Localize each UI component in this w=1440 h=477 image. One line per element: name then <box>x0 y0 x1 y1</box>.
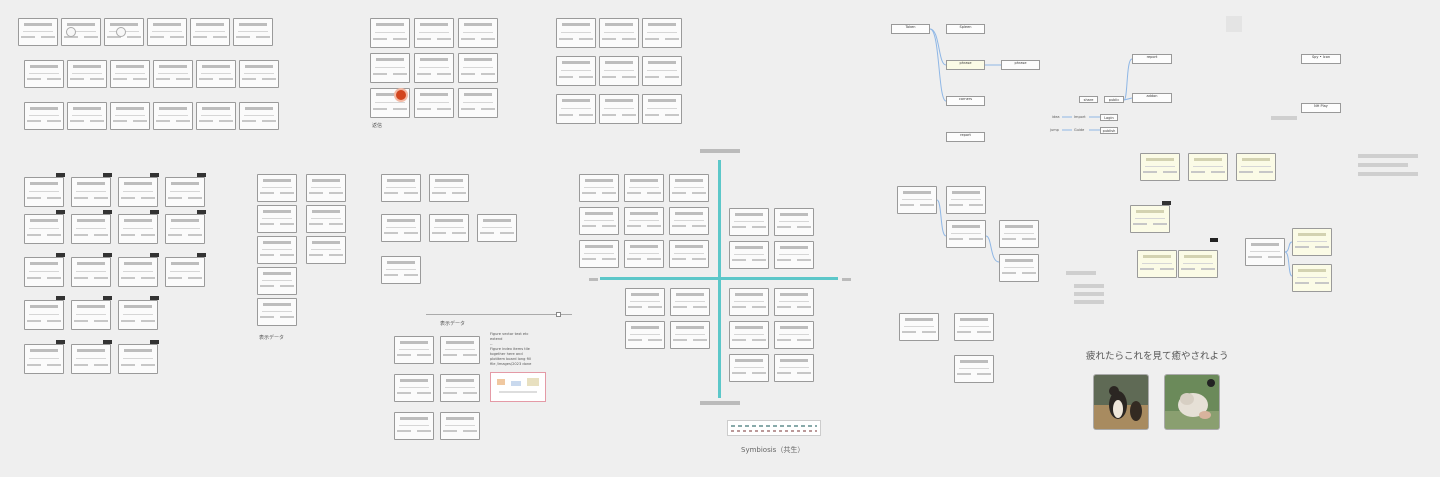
connector-line <box>1285 242 1292 252</box>
dog-photo-1[interactable] <box>1094 375 1148 429</box>
connector-line <box>1285 252 1292 276</box>
flow-node-label: Token <box>906 25 916 29</box>
timeline-track <box>426 314 572 315</box>
flow-node-label: corners <box>959 97 972 101</box>
label-display-data-left: 表示データ <box>259 334 284 341</box>
quadrant-horizontal-axis <box>600 277 838 280</box>
quadrant-caption: Symbiosis（共生） <box>741 445 804 455</box>
flow-node-label: report <box>1147 55 1158 59</box>
flow-chip-label: share <box>1084 98 1094 102</box>
flow-node[interactable]: corners <box>946 96 985 106</box>
sticker-image[interactable] <box>490 372 546 402</box>
connector-line <box>937 200 946 236</box>
flow-chip-label: idea <box>1052 115 1060 119</box>
flow-chip[interactable]: publish <box>1100 127 1118 134</box>
flow-node[interactable]: report <box>946 132 985 142</box>
caption-image-strip[interactable] <box>727 420 821 436</box>
connector-line <box>1124 59 1132 100</box>
flow-chip-label: Import <box>1074 115 1086 119</box>
connector-line <box>930 29 946 101</box>
relax-heading: 疲れたらこれを見て癒やされよう <box>1086 348 1229 362</box>
flow-node-label: phrase <box>1014 61 1026 65</box>
flow-node-label: phrase <box>959 61 971 65</box>
flow-chip-label: Guide <box>1074 128 1084 132</box>
timeline-handle[interactable] <box>556 312 561 317</box>
connector-line <box>986 236 999 262</box>
flow-chip[interactable]: share <box>1079 96 1098 103</box>
flow-node-label: Spy • Icon <box>1312 55 1330 59</box>
flow-node[interactable]: phrase <box>946 60 985 70</box>
flow-chip-label: Login <box>1104 116 1113 120</box>
flow-chip-label: publish <box>1103 129 1116 133</box>
flow-node-label: Spleen <box>960 25 972 29</box>
note-line: file /images/2023 done <box>490 362 550 367</box>
note-block[interactable]: Figure vector text etc extend -- Figure … <box>490 332 550 367</box>
flow-node[interactable]: phrase <box>1001 60 1040 70</box>
flow-node-label: report <box>960 133 971 137</box>
flow-node[interactable]: addon <box>1132 93 1172 103</box>
flow-node[interactable]: Spy • Icon <box>1301 54 1341 64</box>
flow-chip-label: public <box>1109 98 1120 102</box>
flow-node[interactable]: NH Play <box>1301 103 1341 113</box>
marker-dot[interactable] <box>396 90 406 100</box>
label-display-data-timeline: 表示データ <box>440 320 465 327</box>
flow-chip[interactable]: public <box>1104 96 1124 103</box>
label-reply: 返信 <box>372 122 382 129</box>
flow-node-label: addon <box>1147 94 1158 98</box>
flow-node[interactable]: report <box>1132 54 1172 64</box>
flow-node[interactable]: Token <box>891 24 930 34</box>
flow-node[interactable]: Spleen <box>946 24 985 34</box>
flow-chip-label: jump <box>1050 128 1059 132</box>
flow-chip[interactable]: Login <box>1100 114 1118 121</box>
flow-node-label: NH Play <box>1314 104 1328 108</box>
dog-photo-2[interactable] <box>1165 375 1219 429</box>
